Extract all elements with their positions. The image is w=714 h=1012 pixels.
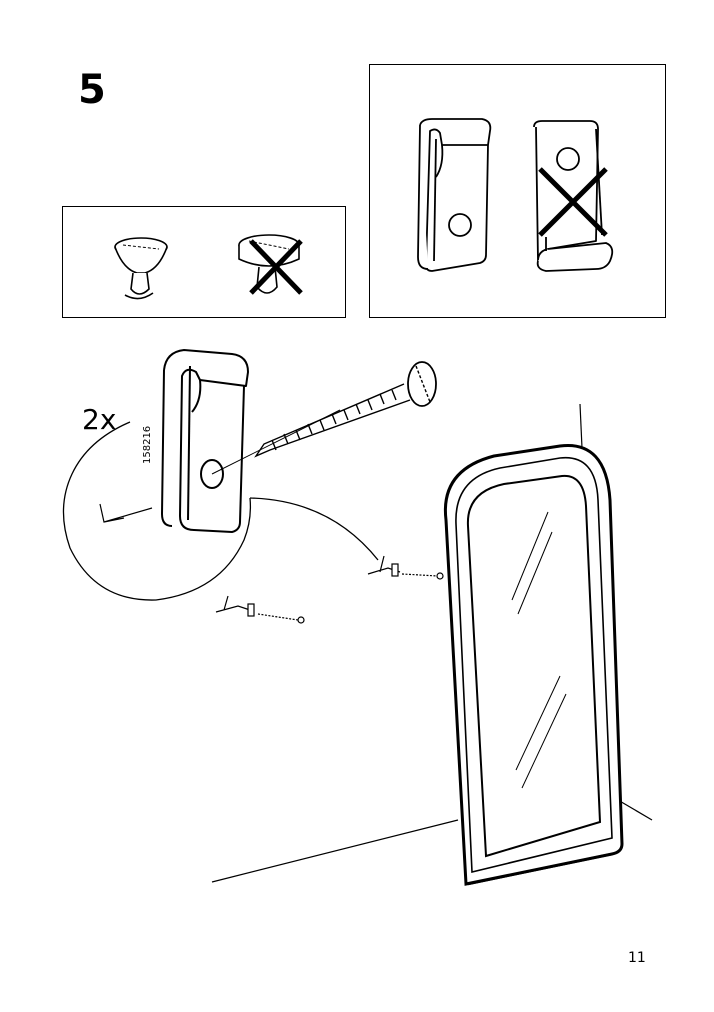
pan-head-screw-crossed-icon	[238, 234, 303, 295]
clip-comparison-box	[369, 64, 666, 318]
page-number: 11	[628, 950, 646, 966]
step-number: 5	[78, 67, 106, 113]
screw-comparison-box	[62, 206, 346, 318]
quantity-label: 2x	[82, 403, 117, 436]
countersunk-screw-icon	[114, 237, 168, 300]
mirror-clip-icon	[417, 118, 492, 272]
mirror-clip-inverted-crossed-icon	[533, 120, 614, 272]
